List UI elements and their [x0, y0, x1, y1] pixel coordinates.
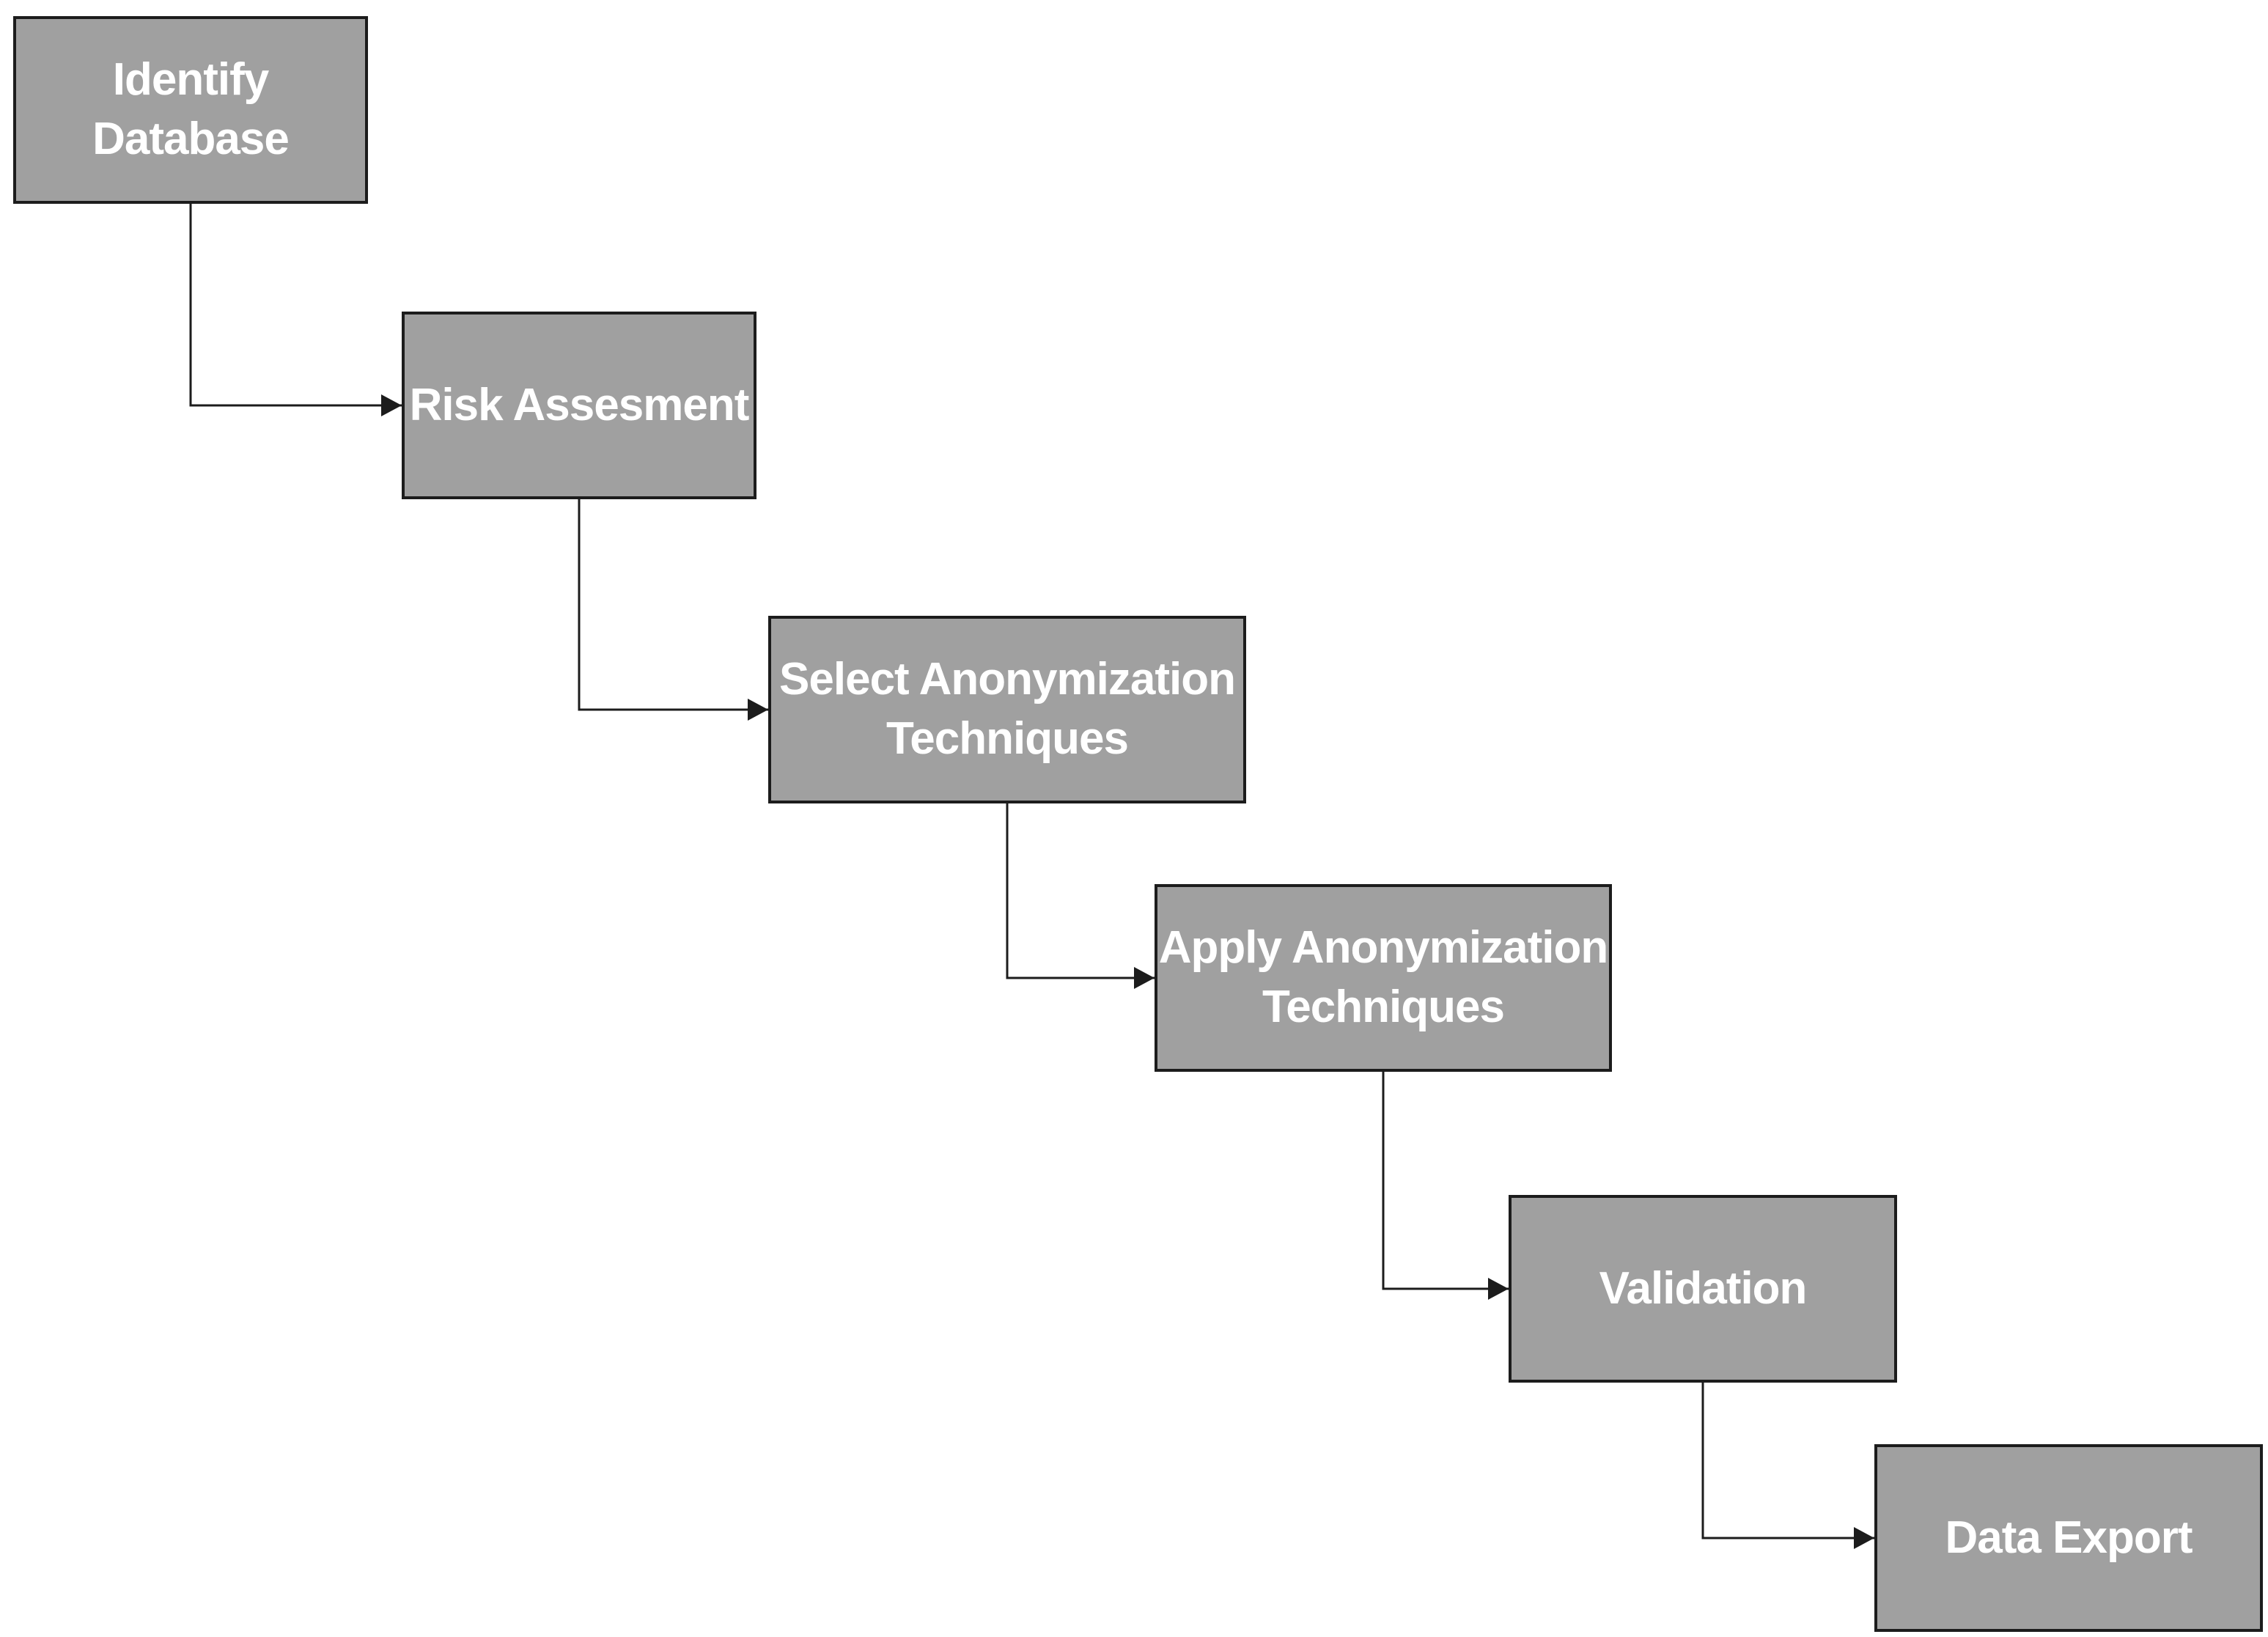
- arrowhead-risk: [381, 394, 402, 416]
- step-risk-assessment: Risk Assesment: [402, 312, 756, 499]
- arrowhead-export: [1854, 1527, 1874, 1549]
- arrowhead-validation: [1488, 1278, 1509, 1300]
- connector-risk-to-select: [578, 499, 768, 711]
- step-select-anonymization-techniques: Select Anonymization Techniques: [768, 616, 1246, 803]
- step-validation: Validation: [1509, 1195, 1897, 1383]
- connector-apply-to-validation: [1382, 1072, 1509, 1290]
- step-apply-anonymization-techniques: Apply Anonymization Techniques: [1155, 884, 1612, 1072]
- connector-select-to-apply: [1006, 803, 1155, 979]
- arrowhead-apply: [1134, 967, 1155, 989]
- arrowhead-select: [748, 699, 768, 721]
- step-data-export: Data Export: [1874, 1444, 2263, 1632]
- step-identify-database: Identify Database: [13, 16, 368, 204]
- connector-identify-to-risk: [189, 204, 402, 407]
- connector-validation-to-export: [1701, 1383, 1874, 1539]
